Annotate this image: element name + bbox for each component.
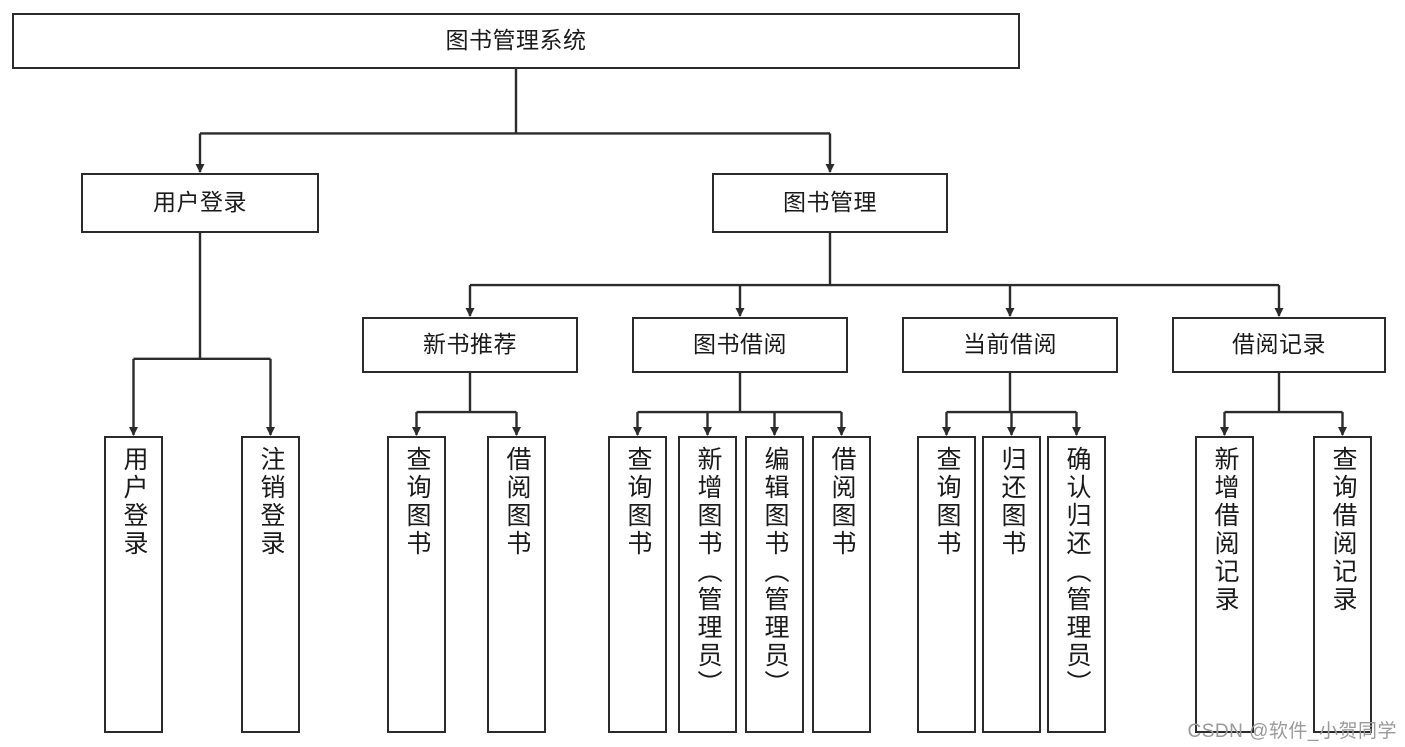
node-label: 图书管理系统 (445, 27, 587, 54)
node-leaf-query-1[interactable]: 查询图书 (387, 436, 446, 733)
node-leaf-confirm[interactable]: 确认归还（管理员） (1047, 436, 1106, 733)
node-book-manage[interactable]: 图书管理 (712, 173, 948, 233)
node-label: 新书推荐 (423, 331, 517, 358)
node-leaf-query-rec[interactable]: 查询借阅记录 (1313, 436, 1372, 733)
node-label: 查询图书 (933, 446, 961, 558)
node-new-book-rec[interactable]: 新书推荐 (362, 317, 578, 373)
node-leaf-query-3[interactable]: 查询图书 (917, 436, 976, 733)
node-label: 归还图书 (998, 446, 1026, 558)
node-label: 新增图书（管理员） (694, 446, 722, 698)
node-current-borrow[interactable]: 当前借阅 (902, 317, 1118, 373)
node-user-login[interactable]: 用户登录 (81, 173, 319, 233)
node-borrow-record[interactable]: 借阅记录 (1172, 317, 1386, 373)
node-label: 注销登录 (257, 446, 285, 558)
node-leaf-edit-book[interactable]: 编辑图书（管理员） (745, 436, 804, 733)
node-label: 查询借阅记录 (1329, 446, 1357, 614)
node-root[interactable]: 图书管理系统 (12, 13, 1020, 69)
node-label: 用户登录 (153, 189, 247, 216)
node-leaf-add-book[interactable]: 新增图书（管理员） (678, 436, 737, 733)
node-label: 新增借阅记录 (1211, 446, 1239, 614)
node-label: 当前借阅 (963, 331, 1057, 358)
node-book-borrow[interactable]: 图书借阅 (632, 317, 848, 373)
node-leaf-query-2[interactable]: 查询图书 (608, 436, 667, 733)
node-label: 查询图书 (403, 446, 431, 558)
node-label: 图书管理 (783, 189, 877, 216)
node-label: 查询图书 (624, 446, 652, 558)
node-label: 借阅图书 (503, 446, 531, 558)
node-leaf-borrow-2[interactable]: 借阅图书 (812, 436, 871, 733)
node-label: 图书借阅 (693, 331, 787, 358)
node-leaf-logout[interactable]: 注销登录 (241, 436, 300, 733)
node-label: 确认归还（管理员） (1063, 446, 1091, 698)
node-leaf-user-login[interactable]: 用户登录 (104, 436, 163, 733)
node-leaf-borrow-1[interactable]: 借阅图书 (487, 436, 546, 733)
node-leaf-add-rec[interactable]: 新增借阅记录 (1195, 436, 1254, 733)
node-label: 借阅图书 (828, 446, 856, 558)
node-label: 编辑图书（管理员） (761, 446, 789, 698)
watermark-text: CSDN @软件_小贺同学 (1187, 721, 1397, 742)
node-leaf-return[interactable]: 归还图书 (982, 436, 1041, 733)
node-label: 借阅记录 (1232, 331, 1326, 358)
node-label: 用户登录 (120, 446, 148, 558)
